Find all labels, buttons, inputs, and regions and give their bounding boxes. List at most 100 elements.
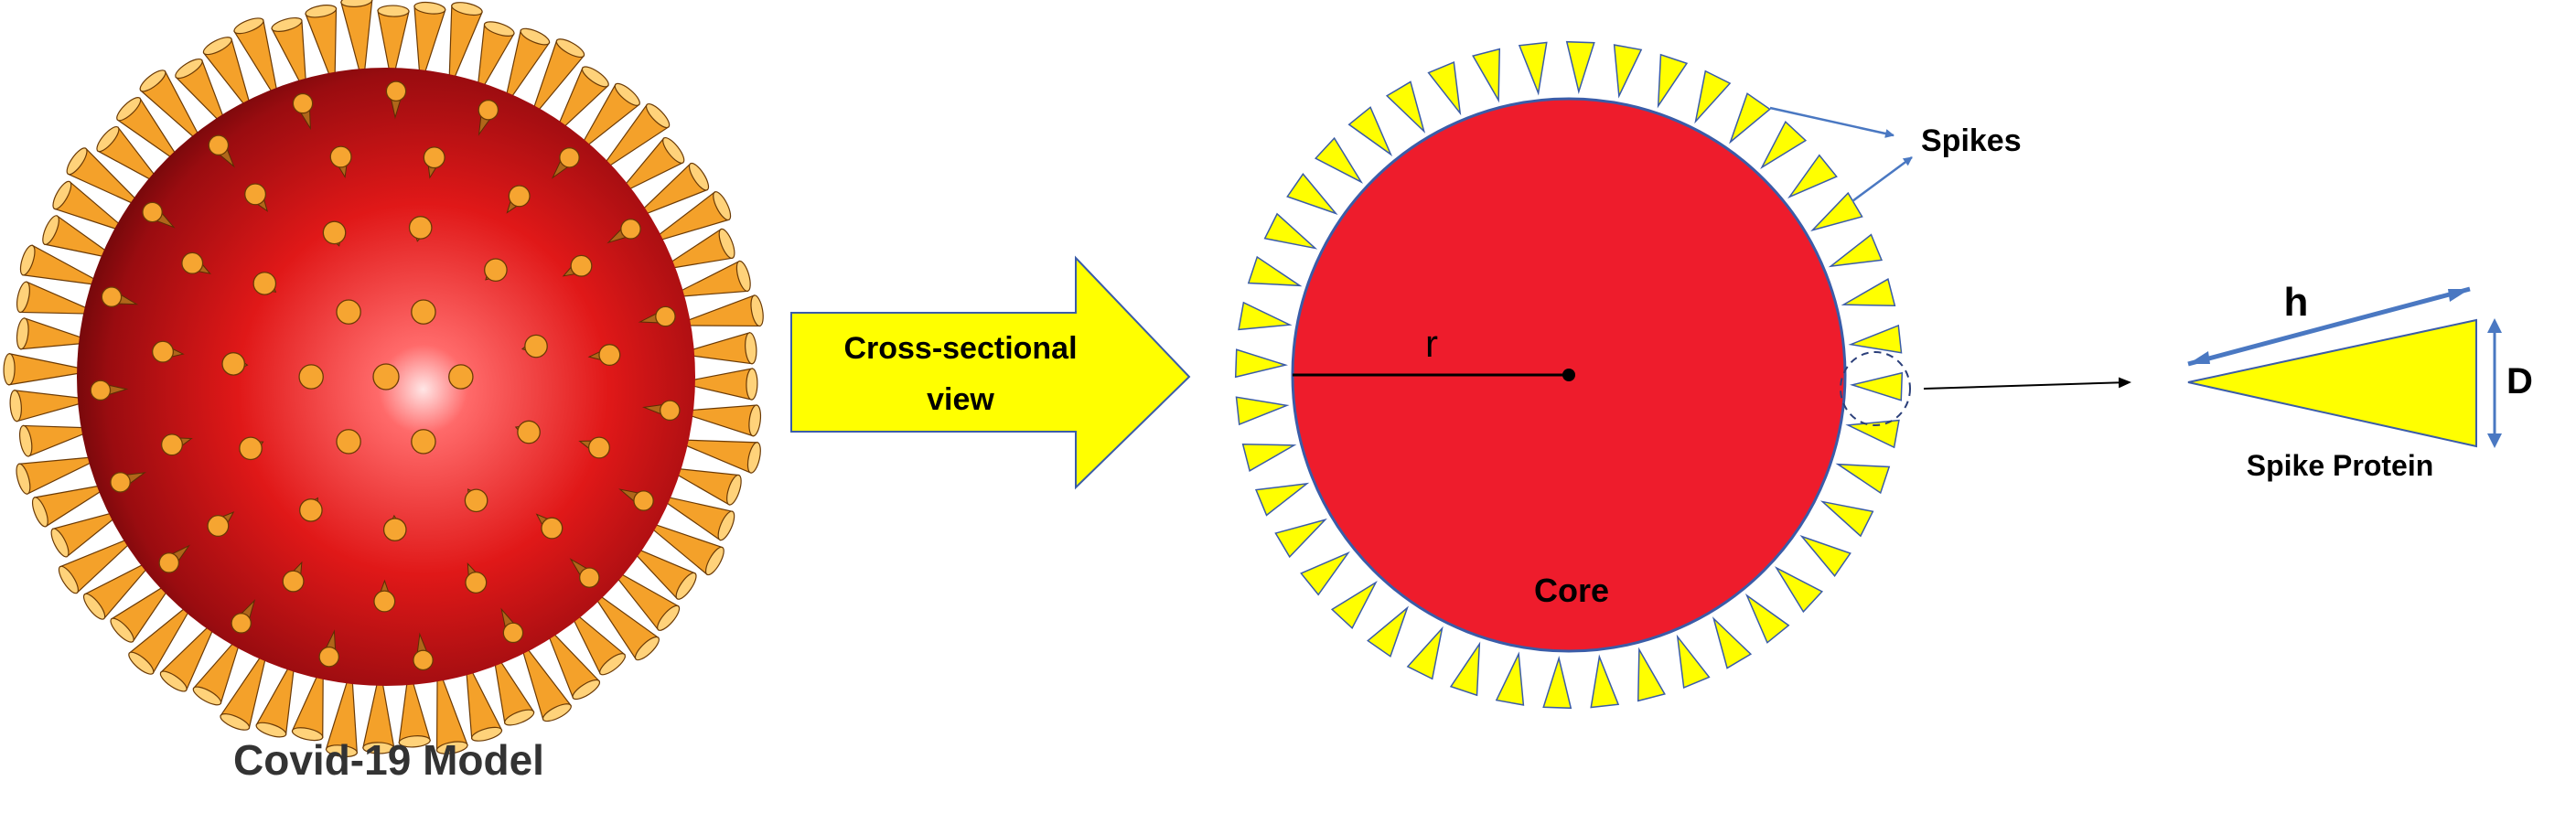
model-rim-spike-cap — [305, 5, 338, 18]
spike-triangle — [1565, 40, 1595, 94]
spike-triangle — [1542, 656, 1572, 710]
model-face-spike-cap — [372, 363, 400, 390]
cross-section-arrow: Cross-sectional view — [790, 255, 1191, 490]
model-rim-spike-cap — [16, 317, 29, 350]
model-face-spike-cap — [408, 216, 433, 240]
model-rim-spike-cap — [645, 103, 671, 129]
model-face-spike-cap — [598, 344, 621, 367]
model-rim-spike-cap — [599, 653, 626, 676]
spike-triangle — [1694, 70, 1732, 124]
model-face-spike-cap — [90, 380, 112, 401]
model-face-spike-cap — [252, 272, 277, 295]
model-rim-spike-cap — [192, 686, 222, 706]
spike-protein-caption: Spike Protein — [2247, 449, 2434, 482]
spike-triangle — [1314, 136, 1364, 184]
model-rim-spike-cap — [116, 97, 142, 122]
spike-triangle — [1254, 482, 1310, 517]
spike-triangle — [1235, 396, 1290, 426]
model-rim-spike-cap — [220, 713, 251, 731]
height-arrowhead-left — [2188, 351, 2210, 364]
model-face-spike-cap — [423, 146, 445, 169]
model-rim-spike-cap — [82, 593, 106, 620]
model-face-spike-cap — [655, 305, 676, 327]
spikes-pointer-2 — [1852, 155, 1913, 203]
model-face-spike-cap — [142, 201, 163, 223]
spike-protein-shape — [2187, 318, 2477, 448]
model-rim-spike-cap — [717, 510, 735, 541]
model-rim-spike-cap — [542, 703, 572, 722]
model-rim-spike-cap — [139, 70, 166, 92]
model-rim-spike-cap — [735, 260, 751, 292]
model-caption: Covid-19 Model — [233, 736, 544, 784]
model-face-spike-cap — [524, 334, 548, 358]
spike-triangle — [1427, 60, 1462, 116]
model-rim-spike-cap — [504, 709, 535, 726]
model-rim-spike-cap — [634, 636, 660, 661]
core-label: Core — [1534, 572, 1609, 609]
spike-triangle — [1760, 120, 1808, 170]
spike-triangle — [1845, 419, 1900, 449]
spike-triangle — [1238, 301, 1293, 331]
spike-triangle — [1347, 106, 1393, 156]
model-rim-spike-cap — [271, 16, 303, 32]
model-rim-spike-cap — [572, 679, 601, 701]
model-rim-spike-cap — [3, 353, 16, 386]
spike-triangle — [1263, 212, 1318, 250]
model-rim-spike-cap — [18, 424, 33, 457]
model-face-spike-cap — [385, 80, 407, 102]
model-rim-spike-cap — [128, 651, 155, 675]
model-rim-spike-cap — [704, 546, 724, 576]
model-face-spike-cap — [329, 145, 352, 168]
model-face-spike-cap — [559, 147, 580, 168]
model-rim-spike-cap — [377, 5, 410, 17]
spike-triangle — [1274, 518, 1327, 559]
model-face-spike-cap — [208, 134, 230, 156]
model-rim-spike-cap — [435, 741, 468, 754]
model-face-spike-cap — [620, 219, 641, 240]
spike-triangle — [1234, 348, 1288, 379]
model-rim-spike-cap — [96, 126, 120, 153]
spike-triangle — [1819, 500, 1874, 538]
model-face-spike-cap — [660, 400, 681, 422]
model-rim-spike-cap — [746, 442, 761, 474]
highlighted-spike-marker — [1840, 351, 1911, 426]
model-face-spike-cap — [282, 570, 305, 593]
spikes-pointer-1 — [1769, 106, 1894, 138]
model-rim-spike-cap — [255, 722, 287, 738]
diameter-label: D — [2506, 361, 2533, 401]
spike-triangle — [1590, 654, 1620, 709]
model-rim-spike-cap — [726, 474, 742, 506]
model-face-spike-cap — [517, 420, 541, 444]
spike-triangle — [1247, 255, 1303, 287]
spike-triangle — [1729, 92, 1771, 144]
model-rim-spike-cap — [713, 191, 732, 221]
diameter-arrowhead-top — [2487, 318, 2502, 333]
model-face-spike-cap — [587, 436, 610, 459]
spike-triangle — [1810, 191, 1863, 232]
zoom-arrow — [1923, 377, 2131, 390]
model-rim-spike-cap — [110, 617, 134, 643]
model-face-spike-cap — [411, 429, 436, 455]
spike-triangle — [1774, 566, 1824, 614]
model-face-spike-cap — [508, 185, 531, 208]
model-rim-spike-cap — [175, 58, 203, 80]
model-rim-spike-cap — [398, 735, 431, 748]
spike-triangle — [1799, 535, 1852, 577]
model-face-spike-cap — [478, 99, 499, 121]
model-face-spike-cap — [292, 92, 314, 114]
model-face-spike-cap — [239, 436, 263, 461]
spike-triangle — [1657, 53, 1689, 109]
arrow-text-line1: Cross-sectional — [843, 331, 1077, 366]
model-rim-spike-cap — [325, 744, 358, 758]
model-face-spike-cap — [579, 567, 600, 588]
spike-triangle — [1406, 626, 1444, 680]
model-rim-spike-cap — [748, 404, 762, 437]
model-face-spike-cap — [633, 490, 654, 511]
model-rim-spike-cap — [362, 742, 395, 754]
model-rim-spike-cap — [31, 497, 48, 528]
model-face-spike-cap — [158, 552, 180, 573]
model-rim-spike-cap — [750, 294, 764, 327]
model-rim-spike-cap — [483, 21, 515, 37]
model-rim-spike-cap — [718, 228, 735, 259]
